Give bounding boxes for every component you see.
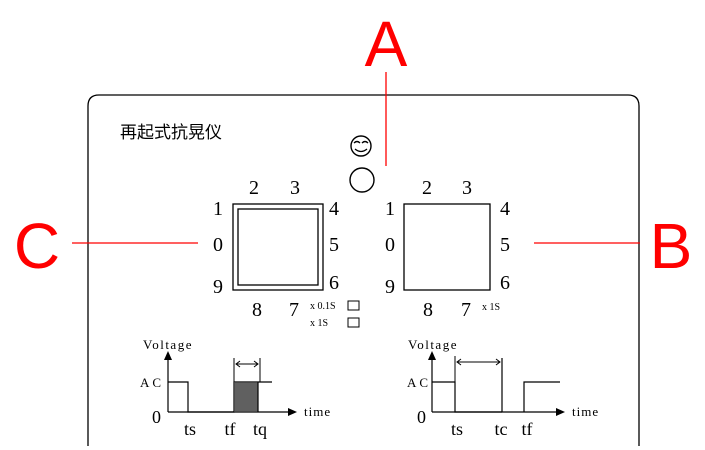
right-dial-number-8: 8 bbox=[423, 299, 433, 321]
left-time-dial[interactable]: 2 3 1 4 0 5 9 6 8 7 bbox=[213, 177, 339, 321]
right-dial-number-4: 4 bbox=[500, 198, 510, 220]
callout-c-label: C bbox=[14, 210, 60, 282]
left-chart-tick-tf: tf bbox=[225, 419, 236, 439]
left-chart-x-label: time bbox=[304, 404, 331, 419]
right-chart-tick-ts: ts bbox=[451, 419, 463, 439]
left-dial-outer-frame bbox=[232, 203, 324, 291]
right-dial-number-2: 2 bbox=[422, 177, 432, 199]
left-chart-y-axis-arrow bbox=[164, 351, 172, 360]
right-dial-number-5: 5 bbox=[500, 234, 510, 256]
left-chart-level-label: AC bbox=[140, 375, 164, 390]
left-chart-y-label: Voltage bbox=[143, 337, 193, 352]
right-dial-range-label: x 1S bbox=[482, 302, 500, 313]
range-option-0-1s-label: x 0.1S bbox=[310, 301, 336, 312]
left-chart-tick-tq: tq bbox=[253, 419, 267, 439]
left-dial-number-7: 7 bbox=[289, 299, 299, 321]
range-option-1s-label: x 1S bbox=[310, 318, 328, 329]
right-dial-number-6: 6 bbox=[500, 272, 510, 294]
right-timing-chart: Voltage AC 0 time ts tc tf bbox=[407, 337, 599, 439]
left-dial-number-3: 3 bbox=[290, 177, 300, 199]
device-panel-outline bbox=[87, 94, 640, 446]
right-chart-voltage-waveform bbox=[432, 381, 560, 413]
callout-a-label: A bbox=[365, 8, 408, 80]
range-option-1s-checkbox[interactable] bbox=[347, 317, 360, 328]
left-dial-number-1: 1 bbox=[213, 198, 223, 220]
right-dial-number-0: 0 bbox=[385, 234, 395, 256]
indicator-led bbox=[349, 167, 375, 193]
left-dial-number-0: 0 bbox=[213, 234, 223, 256]
left-chart-hatched-region bbox=[234, 382, 258, 412]
left-chart-duration-arrowheads bbox=[235, 360, 259, 368]
left-dial-number-2: 2 bbox=[249, 177, 259, 199]
left-timing-chart: Voltage AC 0 time ts tf tq bbox=[140, 337, 331, 439]
right-dial-number-1: 1 bbox=[385, 198, 395, 220]
left-dial-number-9: 9 bbox=[213, 276, 223, 298]
right-dial-number-3: 3 bbox=[462, 177, 472, 199]
callout-b-label: B bbox=[650, 210, 693, 282]
right-chart-tick-tf: tf bbox=[522, 419, 533, 439]
right-dial-number-7: 7 bbox=[461, 299, 471, 321]
right-dial-number-9: 9 bbox=[385, 276, 395, 298]
left-dial-number-6: 6 bbox=[329, 272, 339, 294]
right-chart-origin-label: 0 bbox=[417, 407, 426, 427]
left-dial-number-5: 5 bbox=[329, 234, 339, 256]
right-chart-x-axis-arrow bbox=[556, 408, 565, 416]
left-chart-x-axis-arrow bbox=[288, 408, 297, 416]
right-time-dial[interactable]: 2 3 1 4 0 5 9 6 8 7 bbox=[385, 177, 510, 321]
smiley-face-icon bbox=[350, 135, 372, 157]
range-option-0-1s-checkbox[interactable] bbox=[347, 300, 360, 311]
right-chart-y-label: Voltage bbox=[408, 337, 458, 352]
right-dial-knob[interactable] bbox=[403, 203, 491, 291]
right-chart-y-axis-arrow bbox=[428, 351, 436, 360]
right-chart-x-label: time bbox=[572, 404, 599, 419]
left-dial-number-8: 8 bbox=[252, 299, 262, 321]
left-dial-knob[interactable] bbox=[237, 208, 319, 286]
left-chart-origin-label: 0 bbox=[152, 407, 161, 427]
left-chart-tick-ts: ts bbox=[184, 419, 196, 439]
right-chart-level-label: AC bbox=[407, 375, 431, 390]
right-chart-duration-arrowheads bbox=[456, 358, 501, 366]
left-dial-number-4: 4 bbox=[329, 198, 339, 220]
panel-title: 再起式抗晃仪 bbox=[120, 123, 222, 143]
right-chart-tick-tc: tc bbox=[495, 419, 508, 439]
